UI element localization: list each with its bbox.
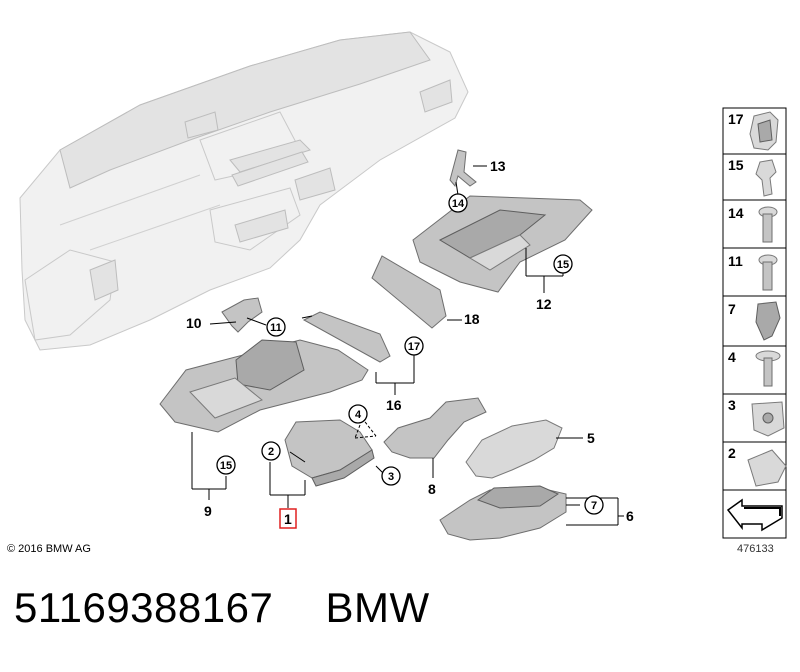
label-17: 17 bbox=[408, 341, 420, 353]
copyright-text: © 2016 BMW AG bbox=[7, 543, 91, 555]
callout-circle-17 bbox=[404, 336, 424, 356]
screw-4-shank-icon bbox=[763, 357, 773, 387]
label-6: 6 bbox=[626, 508, 634, 524]
side-label-17: 17 bbox=[728, 111, 744, 127]
label-3: 3 bbox=[388, 471, 394, 483]
label-11: 11 bbox=[270, 322, 282, 334]
side-label-15: 15 bbox=[728, 157, 744, 173]
label-10: 10 bbox=[186, 315, 202, 331]
part-16-trim[interactable] bbox=[302, 311, 391, 363]
part-1-box[interactable] bbox=[284, 419, 373, 479]
side-label-3: 3 bbox=[728, 397, 736, 413]
clip-2-icon bbox=[747, 449, 787, 487]
part-number: 51169388167 bbox=[14, 584, 274, 631]
label-5: 5 bbox=[587, 430, 595, 446]
side-panel: 17 15 14 11 7 4 3 2 bbox=[722, 107, 787, 539]
part-5-cover[interactable] bbox=[465, 419, 563, 479]
side-label-14: 14 bbox=[728, 205, 744, 221]
nut-7-icon bbox=[755, 301, 781, 341]
part-1-front bbox=[311, 449, 375, 487]
part-8-cover[interactable] bbox=[383, 397, 487, 459]
side-cell-14[interactable] bbox=[722, 199, 787, 249]
part-12-channel bbox=[438, 209, 547, 259]
callout-circle-3 bbox=[381, 466, 401, 486]
brand-name: BMW bbox=[325, 584, 430, 631]
label-14: 14 bbox=[452, 198, 465, 210]
label-1-highlight bbox=[279, 508, 297, 529]
label-15b: 15 bbox=[220, 460, 232, 472]
label-2: 2 bbox=[268, 446, 274, 458]
clip-17-inner bbox=[757, 119, 773, 143]
label-16: 16 bbox=[386, 397, 402, 413]
direction-arrow-shadow bbox=[744, 507, 781, 516]
label-12: 12 bbox=[536, 296, 552, 312]
rivet-15-icon bbox=[755, 159, 777, 197]
label-18: 18 bbox=[464, 311, 480, 327]
part-13-bracket[interactable] bbox=[449, 149, 477, 188]
label-8: 8 bbox=[428, 481, 436, 497]
label-7: 7 bbox=[591, 500, 597, 512]
part-10-bracket[interactable] bbox=[221, 297, 263, 333]
clip-3-hole bbox=[762, 412, 774, 424]
side-label-7: 7 bbox=[728, 301, 736, 317]
label-15a: 15 bbox=[557, 259, 569, 271]
dashboard-ghost bbox=[19, 31, 469, 351]
drawing-number: 476133 bbox=[737, 543, 774, 555]
side-label-2: 2 bbox=[728, 445, 736, 461]
parts-diagram: 13 10 18 12 9 16 8 5 6 1 14 15 11 17 15 … bbox=[19, 31, 787, 541]
side-label-11: 11 bbox=[728, 253, 743, 269]
callout-circle-7 bbox=[584, 495, 604, 515]
callout-circle-15b bbox=[216, 455, 236, 475]
screw-11-shank-icon bbox=[762, 261, 773, 291]
callout-circle-2 bbox=[261, 441, 281, 461]
label-9: 9 bbox=[204, 503, 212, 519]
callout-circle-15a bbox=[553, 254, 573, 274]
part-9-tray bbox=[189, 377, 263, 419]
part-12-recess bbox=[468, 234, 531, 271]
screw-14-shank-icon bbox=[762, 213, 773, 243]
footer: 51169388167 BMW bbox=[14, 584, 430, 632]
part-6-top bbox=[476, 485, 560, 509]
label-13: 13 bbox=[490, 158, 506, 174]
side-label-4: 4 bbox=[728, 349, 736, 365]
callout-circle-14 bbox=[448, 193, 468, 213]
side-cell-15[interactable] bbox=[722, 153, 787, 201]
label-4: 4 bbox=[355, 409, 362, 421]
callout-circle-11 bbox=[266, 317, 286, 337]
callout-circle-4 bbox=[348, 404, 368, 424]
label-1: 1 bbox=[284, 511, 292, 527]
leader-lines bbox=[191, 165, 624, 526]
side-cell-11[interactable] bbox=[722, 247, 787, 297]
part-18-panel[interactable] bbox=[371, 255, 447, 329]
